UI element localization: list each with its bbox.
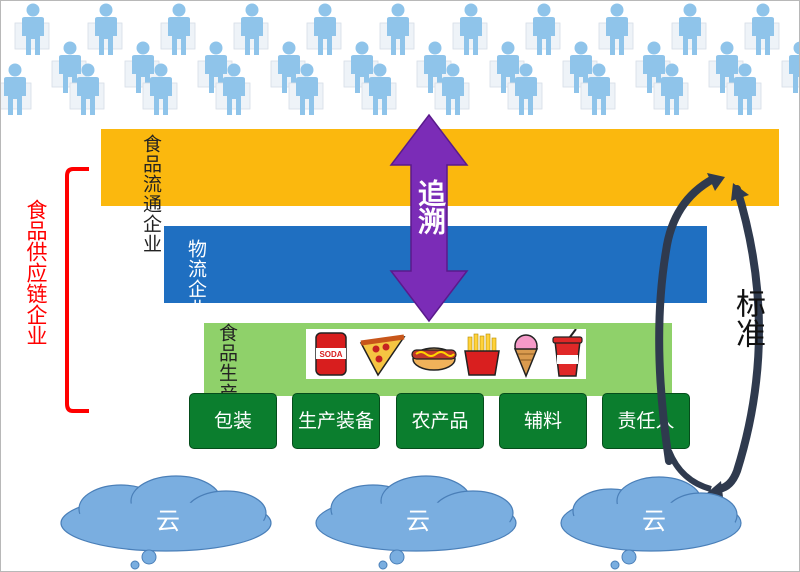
cloud-label-2: 云 xyxy=(642,507,666,535)
svg-text:SODA: SODA xyxy=(319,350,342,359)
cloud-label-1: 云 xyxy=(406,507,430,535)
box-auxiliary-materials: 辅料 xyxy=(499,393,587,449)
box-production-equipment: 生产装备 xyxy=(292,393,380,449)
label-logistics: 物流企业 xyxy=(185,239,207,319)
person-icon xyxy=(87,3,123,55)
person-icon xyxy=(142,63,178,115)
person-icon xyxy=(306,3,342,55)
box-agricultural-products: 农产品 xyxy=(396,393,484,449)
cloud-row xyxy=(60,475,742,570)
person-icon xyxy=(598,3,634,55)
person-icon xyxy=(525,3,561,55)
drink-cup-icon xyxy=(552,329,583,377)
standard-label: 标准 xyxy=(730,288,765,348)
consumer-crowd xyxy=(1,3,799,115)
person-icon xyxy=(452,3,488,55)
label-food-circulation: 食品流通企业 xyxy=(140,134,162,254)
supply-chain-label: 食品供应链企业 xyxy=(24,199,48,346)
person-icon xyxy=(580,63,616,115)
pizza-icon xyxy=(359,334,406,377)
cloud-label-0: 云 xyxy=(156,507,180,535)
person-icon xyxy=(507,63,543,115)
person-icon xyxy=(69,63,105,115)
person-icon xyxy=(781,41,799,93)
traceability-double-arrow xyxy=(389,113,469,323)
person-icon xyxy=(215,63,251,115)
person-icon xyxy=(653,63,689,115)
person-icon xyxy=(160,3,196,55)
cloud-shape-2 xyxy=(560,476,742,570)
fries-icon xyxy=(464,333,500,376)
person-icon xyxy=(744,3,780,55)
box-packaging: 包装 xyxy=(189,393,277,449)
cloud-shape-1 xyxy=(315,475,517,570)
traceability-label: 追溯 xyxy=(414,179,447,235)
person-icon xyxy=(671,3,707,55)
standard-cycle-arrows xyxy=(655,173,763,497)
supply-chain-bracket xyxy=(65,167,89,413)
person-icon xyxy=(726,63,762,115)
hotdog-icon xyxy=(411,347,457,371)
person-icon xyxy=(434,63,470,115)
person-icon xyxy=(233,3,269,55)
ice-cream-icon xyxy=(513,334,539,378)
cloud-shape-0 xyxy=(60,475,272,570)
person-icon xyxy=(288,63,324,115)
person-icon xyxy=(1,63,32,115)
soda-can-icon: SODA xyxy=(315,332,347,376)
person-icon xyxy=(14,3,50,55)
food-icon-strip: SODA xyxy=(306,329,586,379)
person-icon xyxy=(379,3,415,55)
person-icon xyxy=(197,41,233,93)
person-icon xyxy=(361,63,397,115)
